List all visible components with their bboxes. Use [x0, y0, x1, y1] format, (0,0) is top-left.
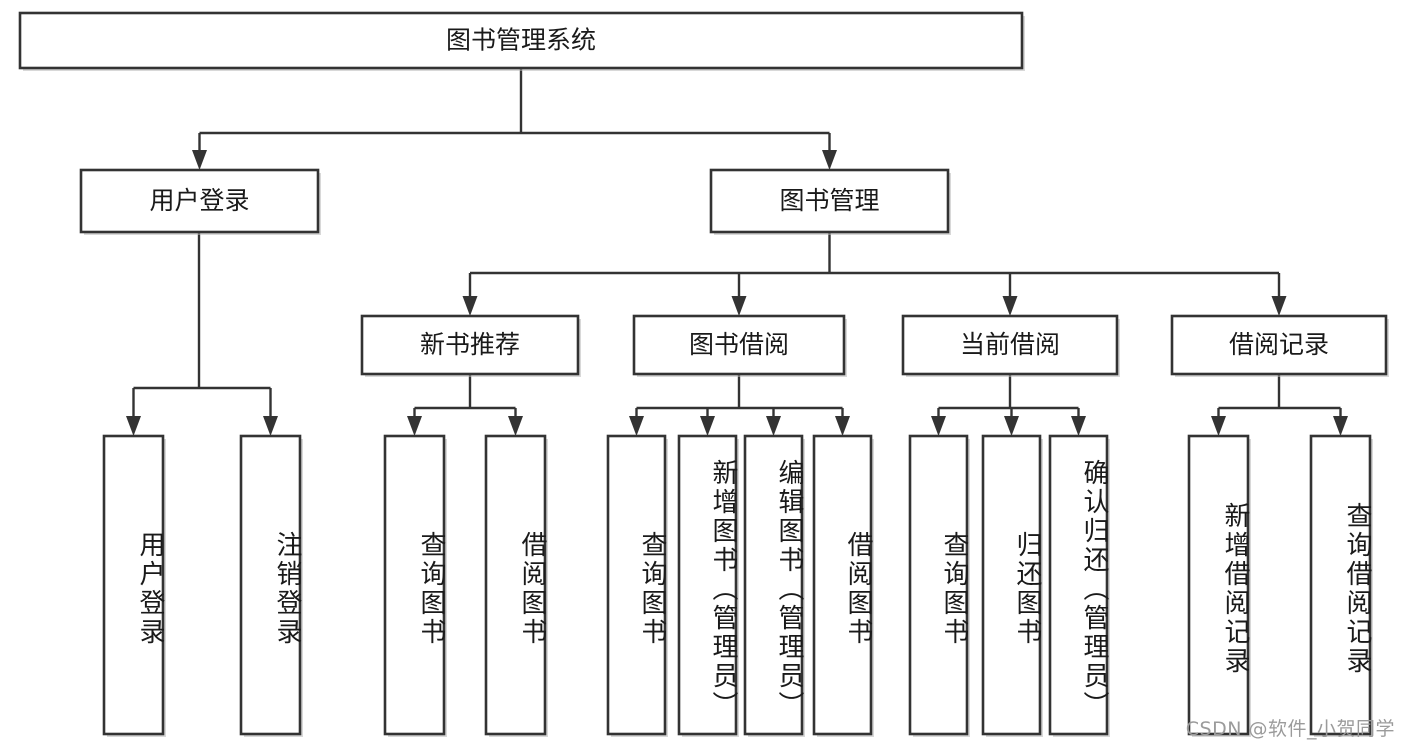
- arrow-head-icon: [462, 296, 478, 316]
- connector-layer: [126, 68, 1348, 436]
- node-root[interactable]: 图书管理系统: [18, 11, 1025, 71]
- arrow-head-icon: [700, 416, 715, 436]
- node-label-new-book-recommend: 新书推荐: [420, 330, 520, 359]
- arrow-head-icon: [835, 416, 850, 436]
- arrow-head-icon: [629, 416, 644, 436]
- arrow-head-icon: [126, 416, 141, 436]
- arrow-head-icon: [1211, 416, 1226, 436]
- node-current-borrow[interactable]: 当前借阅: [901, 314, 1120, 377]
- arrow-head-icon: [1271, 296, 1287, 316]
- node-leaf-query-book-borrow[interactable]: [606, 434, 668, 737]
- node-leaf-return-book[interactable]: [981, 434, 1043, 737]
- node-new-book-recommend[interactable]: 新书推荐: [360, 314, 581, 377]
- node-borrow-record[interactable]: 借阅记录: [1170, 314, 1389, 377]
- node-label-book-management: 图书管理: [779, 186, 879, 215]
- arrow-head-icon: [766, 416, 781, 436]
- node-leaf-edit-book[interactable]: [743, 434, 805, 737]
- node-label-borrow-record: 借阅记录: [1229, 330, 1329, 359]
- arrow-head-icon: [731, 296, 747, 316]
- arrow-head-icon: [192, 150, 207, 170]
- node-leaf-query-book-current[interactable]: [908, 434, 970, 737]
- node-leaf-borrow-book-recommend[interactable]: [484, 434, 548, 737]
- arrow-head-icon: [407, 416, 422, 436]
- node-leaf-add-book[interactable]: [677, 434, 739, 737]
- node-book-management[interactable]: 图书管理: [709, 168, 951, 235]
- node-leaf-borrow-book[interactable]: [812, 434, 874, 737]
- node-leaf-add-borrow-record[interactable]: [1187, 434, 1251, 737]
- node-leaf-query-borrow-record[interactable]: [1309, 434, 1373, 737]
- arrow-head-icon: [822, 150, 837, 170]
- arrow-head-icon: [1333, 416, 1348, 436]
- arrow-head-icon: [1002, 296, 1018, 316]
- arrow-head-icon: [263, 416, 278, 436]
- node-book-borrow[interactable]: 图书借阅: [632, 314, 847, 377]
- node-user-login[interactable]: 用户登录: [79, 168, 321, 235]
- arrow-head-icon: [1004, 416, 1019, 436]
- arrow-head-icon: [931, 416, 946, 436]
- node-label-root: 图书管理系统: [446, 26, 596, 55]
- watermark-text: CSDN @软件_小贺同学: [1185, 718, 1395, 740]
- node-leaf-user-login[interactable]: [102, 434, 166, 737]
- node-label-current-borrow: 当前借阅: [960, 330, 1060, 359]
- node-label-book-borrow: 图书借阅: [689, 330, 789, 359]
- node-leaf-logout-login[interactable]: [239, 434, 303, 737]
- node-label-user-login: 用户登录: [149, 186, 249, 215]
- node-leaf-confirm-return[interactable]: [1048, 434, 1110, 737]
- arrow-head-icon: [1071, 416, 1086, 436]
- node-leaf-query-book-recommend[interactable]: [383, 434, 447, 737]
- arrow-head-icon: [508, 416, 523, 436]
